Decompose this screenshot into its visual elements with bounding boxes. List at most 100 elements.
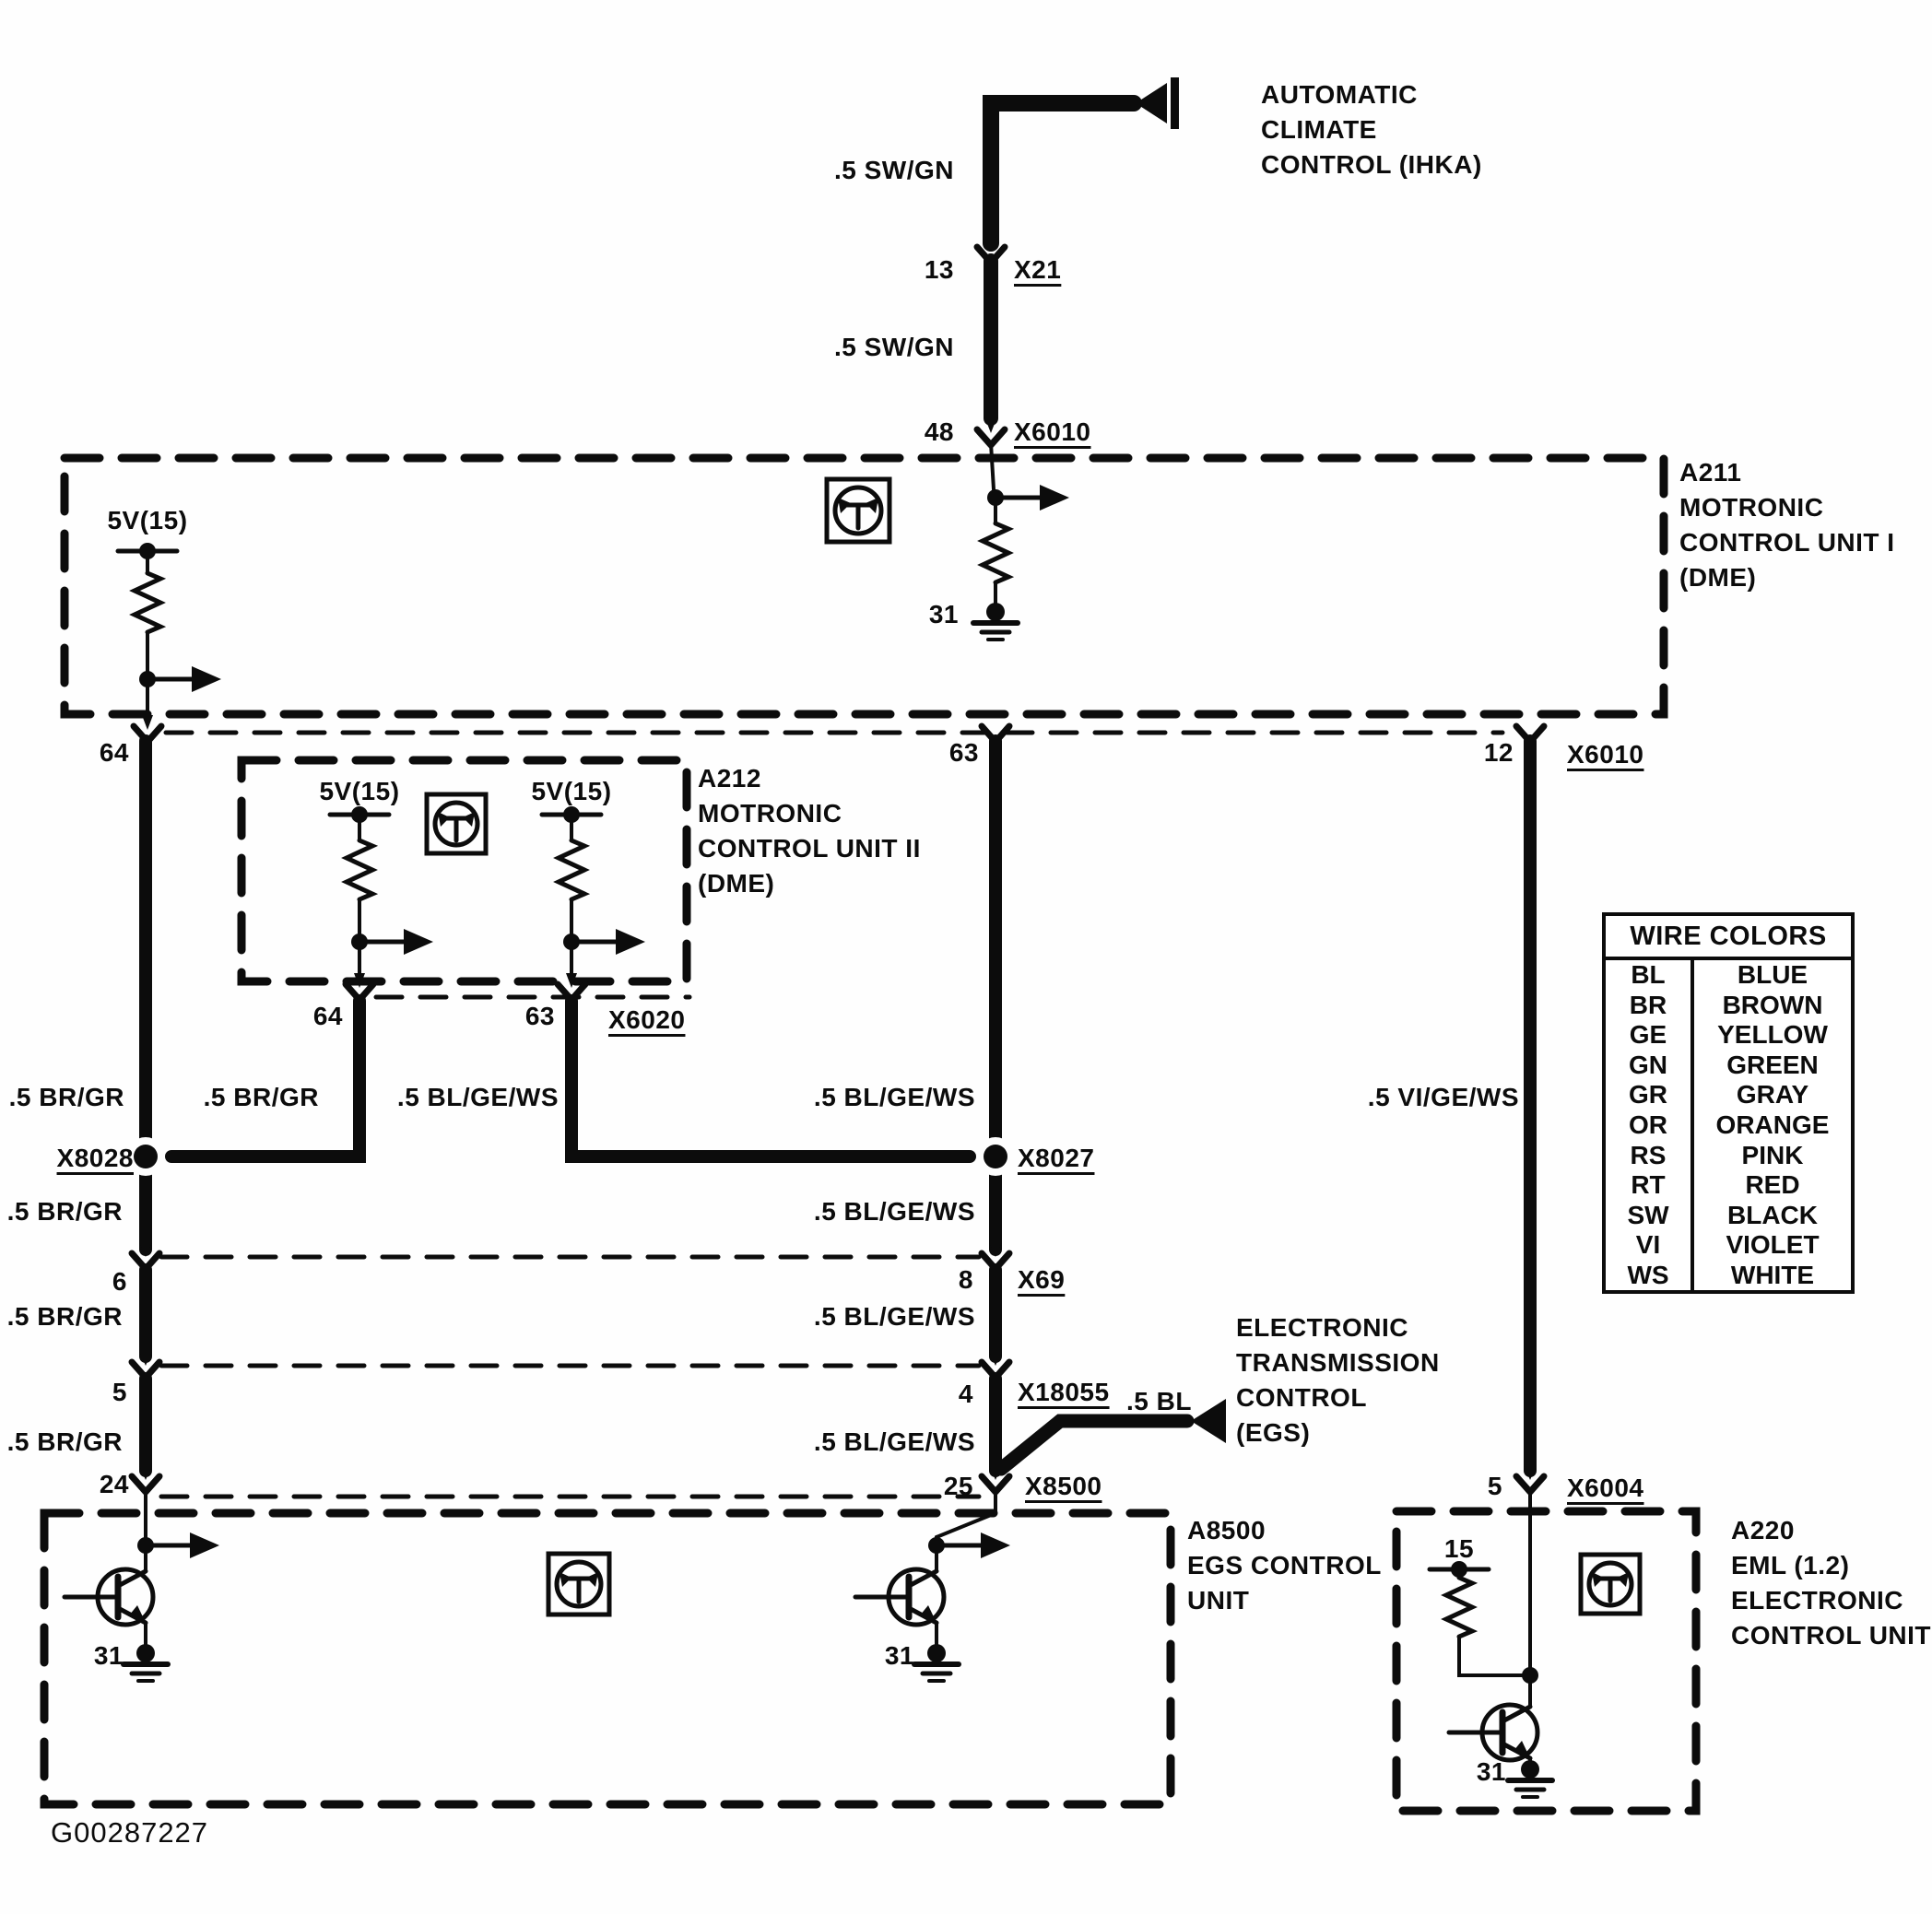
x8027-label: X8027 [1018,1144,1095,1172]
a212-supply2-label: 5V(15) [531,777,612,805]
table-row: SW BLACK [1606,1200,1851,1230]
x8500-pin25-label: 25 [943,1472,973,1500]
wire-colors-table: WIRE COLORS BL BLUE BR BROWN GE YELLOW G… [1602,912,1855,1294]
wire-thin [1457,1635,1525,1677]
internal-arrow-icon [192,666,221,692]
wire-label-sw-gn: .5 SW/GN [833,156,954,184]
offpage-arrow-egs-icon [1191,1399,1226,1443]
a211-name-line1: MOTRONIC [1679,493,1824,522]
wire-color: GRAY [1736,1080,1809,1110]
ground-icon [971,603,1020,641]
a212-name-line3: (DME) [698,869,775,898]
pin-taper [989,1351,1002,1366]
a211-name-line2: CONTROL UNIT I [1679,528,1895,557]
transistor-icon [62,1552,156,1648]
wire-label-bl-ge-ws: .5 BL/GE/WS [396,1083,559,1111]
junction-dot [1522,1667,1538,1684]
wire-color: VIOLET [1726,1230,1820,1260]
resistor-icon [341,838,379,902]
a220-name-line2: ELECTRONIC [1731,1586,1903,1615]
egs-dest-line4: (EGS) [1236,1418,1311,1447]
manufacturer-logo-icon [824,476,892,545]
x8500-pin24-label: 24 [99,1470,129,1498]
wire-color: PINK [1741,1140,1804,1169]
wire-label-sw-gn: .5 SW/GN [833,333,954,361]
a8500-box [40,1509,1175,1809]
x8028-label: X8028 [56,1144,134,1172]
a220-name-line3: CONTROL UNIT [1731,1621,1932,1650]
pin-taper [1524,1465,1537,1480]
a220-box [1392,1507,1701,1815]
x6010-label: X6010 [1567,740,1644,769]
a211-name-line3: (DME) [1679,563,1757,592]
transistor-icon [1446,1702,1540,1766]
wire-code: GN [1606,1050,1694,1081]
x8028-splice-dot [134,1145,158,1168]
a220-supply-label: 15 [1443,1534,1475,1563]
table-row: BL BLUE [1606,960,1851,991]
pin-taper [984,417,997,433]
wire-color: BLUE [1737,960,1808,990]
climate-dest-line3: CONTROL (IHKA) [1261,150,1482,179]
a212-pin63-label: 63 [524,1002,555,1030]
x69-pin6-label: 6 [112,1267,127,1296]
wire-bl-branch [994,1414,1195,1476]
a212-supply1-label: 5V(15) [319,777,400,805]
a220-id: A220 [1731,1516,1795,1544]
pin-taper [989,1242,1002,1257]
wire-label-bl: .5 BL [1126,1387,1192,1415]
offpage-arrow-climate-icon [1136,83,1167,123]
a212-pin64-label: 64 [312,1002,343,1030]
x6004-label: X6004 [1567,1474,1644,1502]
resistor-icon [129,570,167,635]
pin-taper [984,234,997,251]
pin-taper [142,715,153,730]
wire-colors-body: BL BLUE BR BROWN GE YELLOW GN GREEN GR G… [1606,960,1851,1291]
wire-br-gr-branch [165,1144,366,1163]
table-row: GR GRAY [1606,1080,1851,1110]
a8500-ground-right-label: 31 [884,1641,914,1670]
a212-id: A212 [698,764,761,793]
x69-pin6-connector-icon [128,1250,163,1273]
x69-pin8-connector-icon [978,1250,1013,1273]
wire-label-br-gr: .5 BR/GR [8,1083,124,1111]
table-row: WS WHITE [1606,1260,1851,1291]
a8500-ground-left-label: 31 [93,1641,124,1670]
wire-label-vi-ge-ws: .5 VI/GE/WS [1367,1083,1519,1111]
wire-label-br-gr: .5 BR/GR [203,1083,319,1111]
wire-code: GE [1606,1020,1694,1051]
internal-arrow-icon [404,929,433,955]
x18055-pin5-label: 5 [112,1378,127,1406]
table-row: RT RED [1606,1169,1851,1201]
resistor-icon [1441,1575,1478,1639]
wire-color: WHITE [1730,1260,1815,1289]
table-row: GE YELLOW [1606,1020,1851,1051]
table-row: VI VIOLET [1606,1229,1851,1261]
x18055-pin4-label: 4 [958,1380,973,1408]
a211-pin63-label: 63 [948,738,979,767]
x8500-pin25-connector-icon [978,1473,1013,1496]
x8500-pin24-connector-icon [128,1473,163,1496]
pin48-label: 48 [924,417,954,446]
wire-label-br-gr: .5 BR/GR [6,1427,123,1456]
a212-name-line2: CONTROL UNIT II [698,834,921,863]
a8500-name-line2: UNIT [1187,1586,1250,1615]
x6010-pin48-connector-icon [973,426,1008,449]
x6004-pin5-connector-icon [1513,1473,1548,1496]
internal-arrow-icon [190,1532,219,1558]
wire-code: VI [1606,1229,1694,1261]
internal-arrow-icon [1040,485,1069,511]
pin-taper [354,973,365,988]
ground-icon [121,1644,171,1683]
a212-box [237,756,691,986]
egs-dest-line2: TRANSMISSION [1236,1348,1440,1377]
a220-name-line1: EML (1.2) [1731,1551,1850,1579]
ground-icon [1505,1760,1555,1799]
a211-pin12-label: 12 [1483,738,1514,767]
a212-name-line1: MOTRONIC [698,799,842,828]
wire-code: GR [1606,1080,1694,1110]
manufacturer-logo-icon [546,1551,612,1617]
wire-bl-ge-ws-branch [565,1144,976,1163]
wire-label-bl-ge-ws: .5 BL/GE/WS [813,1197,975,1226]
a8500-id: A8500 [1187,1516,1266,1544]
